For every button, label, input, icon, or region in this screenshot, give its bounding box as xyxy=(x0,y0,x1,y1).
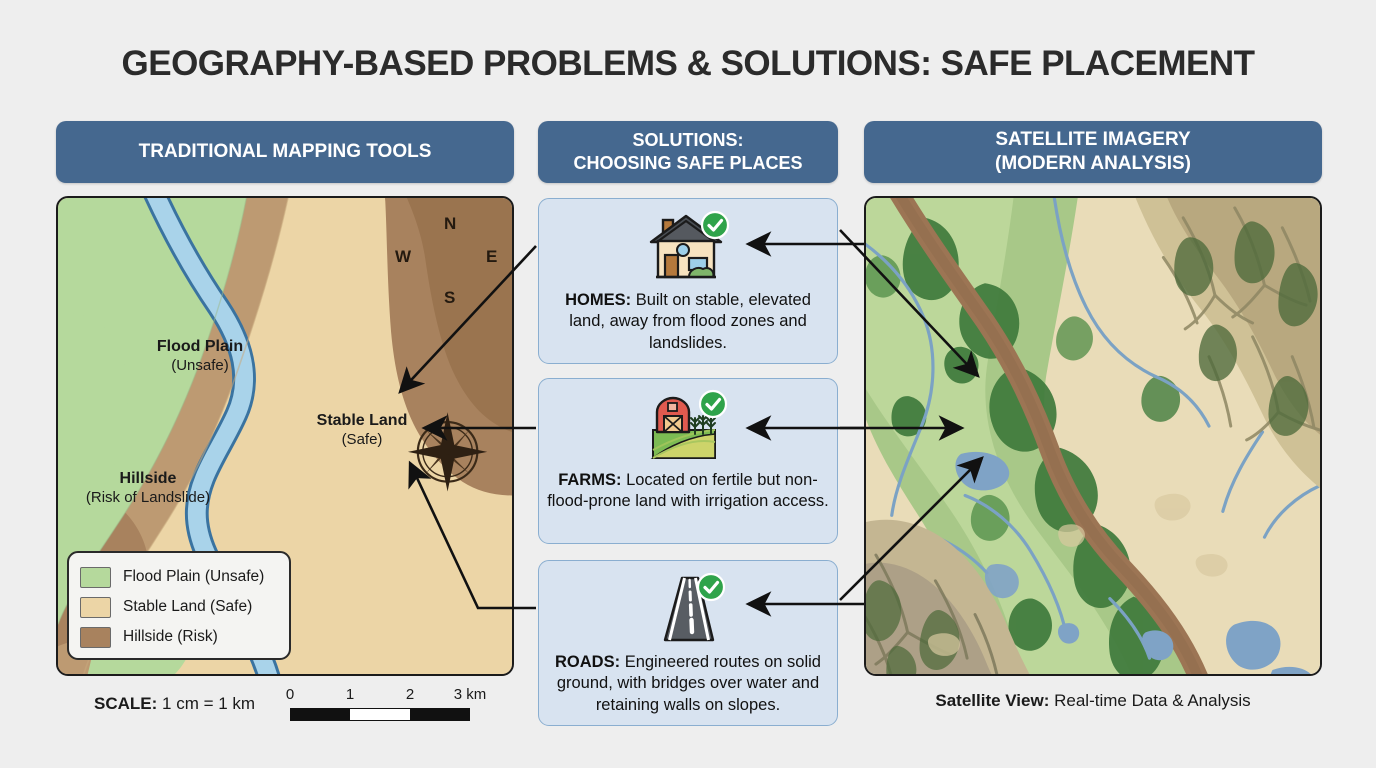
satellite-caption: Satellite View: Real-time Data & Analysi… xyxy=(864,691,1322,711)
satellite-imagery-graphic xyxy=(866,198,1320,674)
solution-card-roads-body: Engineered routes on solid ground, with … xyxy=(556,653,821,714)
solution-card-roads[interactable]: ROADS: Engineered routes on solid ground… xyxy=(538,560,838,726)
solution-card-homes-text: HOMES: Built on stable, elevated land, a… xyxy=(547,290,829,354)
compass-south-label: S xyxy=(444,288,456,307)
satellite-caption-value: Real-time Data & Analysis xyxy=(1054,691,1251,710)
column-header-right-line2: (MODERN ANALYSIS) xyxy=(995,153,1191,174)
barn-farm-icon xyxy=(645,388,731,466)
solution-card-homes-body: Built on stable, elevated land, away fro… xyxy=(569,291,811,352)
solution-card-roads-label: ROADS: xyxy=(555,653,621,671)
legend-item-stable-land: Stable Land (Safe) xyxy=(80,592,279,622)
solution-card-homes-label: HOMES: xyxy=(565,291,632,309)
compass-east-label: E xyxy=(486,247,498,266)
legend-swatch-stable-land xyxy=(80,596,111,618)
map-scale-value: 1 cm = 1 km xyxy=(162,694,256,713)
solution-card-roads-text: ROADS: Engineered routes on solid ground… xyxy=(547,652,829,716)
map-scale-text: SCALE: 1 cm = 1 km xyxy=(94,694,255,714)
map-legend: Flood Plain (Unsafe) Stable Land (Safe) … xyxy=(67,551,291,660)
column-header-mid-line2: CHOOSING SAFE PLACES xyxy=(573,153,803,173)
check-badge-icon xyxy=(696,572,726,602)
scale-segment-3 xyxy=(410,708,470,721)
column-header-left-label: TRADITIONAL MAPPING TOOLS xyxy=(138,140,432,162)
scale-bar-segments xyxy=(290,708,470,721)
check-badge-icon xyxy=(698,389,728,419)
page-title: GEOGRAPHY-BASED PROBLEMS & SOLUTIONS: SA… xyxy=(121,44,1255,83)
solution-card-farms-text: FARMS: Located on fertile but non-flood-… xyxy=(547,470,829,513)
legend-item-flood-plain: Flood Plain (Unsafe) xyxy=(80,562,279,592)
legend-label-stable-land: Stable Land (Safe) xyxy=(123,598,253,615)
column-header-satellite: SATELLITE IMAGERY (MODERN ANALYSIS) xyxy=(864,121,1322,183)
compass-west-label: W xyxy=(395,247,412,266)
scale-tick-0: 0 xyxy=(285,686,295,703)
column-header-traditional-mapping: TRADITIONAL MAPPING TOOLS xyxy=(56,121,514,183)
scale-segment-2 xyxy=(350,708,410,721)
satellite-caption-label: Satellite View: xyxy=(935,691,1050,710)
scale-segment-1 xyxy=(290,708,350,721)
scale-tick-1: 1 xyxy=(345,686,355,703)
column-header-right-line1: SATELLITE IMAGERY xyxy=(995,128,1191,150)
solution-card-farms-body: Located on fertile but non-flood-prone l… xyxy=(547,471,829,511)
legend-item-hillside: Hillside (Risk) xyxy=(80,622,279,652)
scale-tick-2: 2 xyxy=(405,686,415,703)
column-header-mid-line1: SOLUTIONS: xyxy=(632,129,744,150)
scale-tick-3: 3 km xyxy=(453,686,487,703)
legend-label-hillside: Hillside (Risk) xyxy=(123,628,218,645)
solution-card-farms[interactable]: FARMS: Located on fertile but non-flood-… xyxy=(538,378,838,544)
map-scale-prefix: SCALE: xyxy=(94,694,158,713)
satellite-imagery-panel xyxy=(864,196,1322,676)
legend-swatch-flood-plain xyxy=(80,566,111,588)
check-badge-icon xyxy=(700,210,730,240)
house-icon xyxy=(645,208,731,286)
column-header-solutions: SOLUTIONS: CHOOSING SAFE PLACES xyxy=(538,121,838,183)
map-scale-bar: 0 1 2 3 km xyxy=(286,686,490,726)
solution-card-farms-label: FARMS: xyxy=(558,471,622,489)
legend-label-flood-plain: Flood Plain (Unsafe) xyxy=(123,568,265,585)
solution-card-homes[interactable]: HOMES: Built on stable, elevated land, a… xyxy=(538,198,838,364)
road-icon xyxy=(645,570,731,648)
legend-swatch-hillside xyxy=(80,626,111,648)
compass-north-label: N xyxy=(444,214,457,233)
